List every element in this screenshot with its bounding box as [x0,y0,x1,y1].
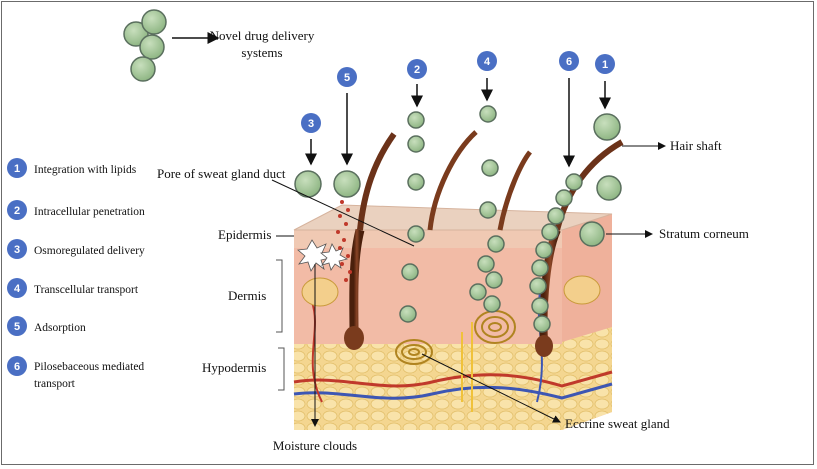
svg-text:5: 5 [14,321,20,333]
svg-text:3: 3 [308,118,314,130]
artery [293,370,613,388]
svg-text:Adsorption: Adsorption [34,322,86,334]
svg-text:Pilosebaceous mediated: Pilosebaceous mediated [34,361,144,373]
hair-2 [427,130,478,231]
svg-text:1: 1 [14,163,20,175]
vein [293,382,613,400]
svg-text:transport: transport [34,378,76,390]
hair-3 [497,150,533,231]
epidermis-layer [294,230,562,248]
svg-text:4: 4 [484,56,491,68]
svg-text:Intracellular penetration: Intracellular penetration [34,206,145,218]
hypodermis-label: Hypodermis [202,360,266,375]
pore-pointer [271,179,415,247]
legend-item-2: 2 Intracellular penetration [7,200,145,220]
hair-bulb-left [344,326,364,350]
nerve-fibers [461,322,473,412]
epidermis-label: Epidermis [218,227,271,242]
svg-text:Osmoregulated delivery: Osmoregulated delivery [34,245,145,257]
route-marker-4: 4 [477,51,497,102]
dermis-bracket [276,259,283,333]
hair-bulb-right [535,335,553,357]
eccrine-label: Eccrine sweat gland [565,416,670,431]
svg-text:3: 3 [14,244,20,256]
eccrine-pointer [421,353,561,423]
coiled-gland-center [395,339,433,365]
route-marker-5: 5 [337,67,357,166]
dermis-label: Dermis [228,288,266,303]
capillary-1 [311,301,323,403]
moisture-cloud-shapes [297,239,349,272]
moisture-label: Moisture clouds [273,438,357,453]
route-marker-6: 6 [559,51,579,168]
hypodermis-bracket [278,347,285,391]
drug-vesicles [123,9,622,333]
hair-shaft-label: Hair shaft [670,138,722,153]
skin-drug-delivery-diagram: 3 5 2 4 6 1 Novel drug delivery systems … [7,9,749,453]
svg-text:5: 5 [344,72,350,84]
legend-item-5: 5 Adsorption [7,316,86,336]
drug-systems-label-1: Novel drug delivery [210,28,315,43]
hair-follicle-left [349,228,365,333]
sweat-pore-droplets [336,200,352,282]
sebaceous-gland-left [301,277,339,307]
legend-item-4: 4 Transcellular transport [7,278,139,298]
svg-text:1: 1 [602,59,608,71]
legend-item-6: 6 Pilosebaceous mediated transport [7,356,144,390]
svg-text:6: 6 [566,56,572,68]
hair-shaft-left [357,132,397,231]
legend-item-1: 1 Integration with lipids [7,158,137,178]
svg-text:2: 2 [414,64,420,76]
route-marker-2: 2 [407,59,427,108]
sebaceous-gland-right [563,275,601,305]
pore-label: Pore of sweat gland duct [157,166,286,181]
route-marker-3: 3 [301,113,321,166]
legend: 1 Integration with lipids 2 Intracellula… [7,158,145,390]
drug-systems-label-2: systems [241,45,282,60]
svg-text:4: 4 [14,283,21,295]
svg-text:2: 2 [14,205,20,217]
legend-item-3: 3 Osmoregulated delivery [7,239,145,259]
svg-text:6: 6 [14,361,20,373]
stratum-corneum-label: Stratum corneum [659,226,749,241]
route-marker-1: 1 [595,54,615,110]
svg-text:Transcellular transport: Transcellular transport [34,284,139,296]
skin-top-surface [293,204,613,231]
svg-text:Integration with lipids: Integration with lipids [34,164,137,176]
